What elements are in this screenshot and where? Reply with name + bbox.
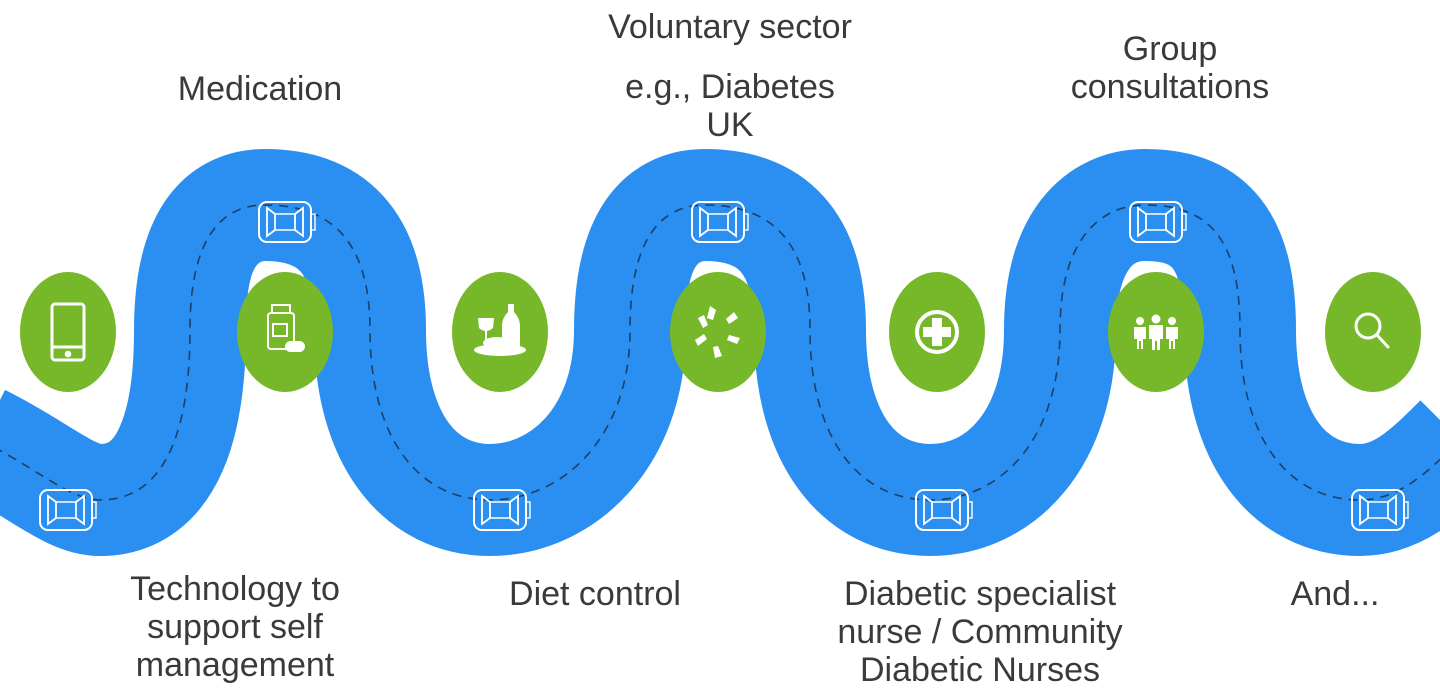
label-and-more: And... [1290, 575, 1380, 613]
label-diet-control: Diet control [509, 575, 681, 613]
node-group [1108, 272, 1204, 392]
label-voluntary-sector: Voluntary sector [608, 8, 852, 46]
node-medication [237, 272, 333, 392]
car-icon [691, 201, 749, 243]
car-icon [915, 489, 973, 531]
node-nurse [889, 272, 985, 392]
hands-circle-icon [695, 306, 740, 358]
label-technology: Technology to support self management [130, 570, 340, 684]
label-group-consultations: Group consultations [1070, 30, 1270, 106]
car-icon [258, 201, 316, 243]
label-voluntary-example: e.g., Diabetes UK [625, 68, 835, 144]
tablet-icon [50, 302, 86, 362]
people-group-icon [1134, 314, 1178, 350]
magnifier-icon [1354, 312, 1390, 349]
node-more [1325, 272, 1421, 392]
label-diabetic-nurse: Diabetic specialist nurse / Community Di… [837, 575, 1123, 689]
node-voluntary [670, 272, 766, 392]
label-medication: Medication [177, 70, 343, 108]
car-icon [1351, 489, 1409, 531]
lane-dashed-line [0, 204, 1440, 501]
node-diet [452, 272, 548, 392]
car-icon [473, 489, 531, 531]
car-icon [39, 489, 97, 531]
car-icon [1129, 201, 1187, 243]
medical-cross-icon [915, 310, 959, 354]
node-technology [20, 272, 116, 392]
pill-bottle-icon [267, 304, 305, 352]
food-wine-icon [474, 304, 526, 356]
